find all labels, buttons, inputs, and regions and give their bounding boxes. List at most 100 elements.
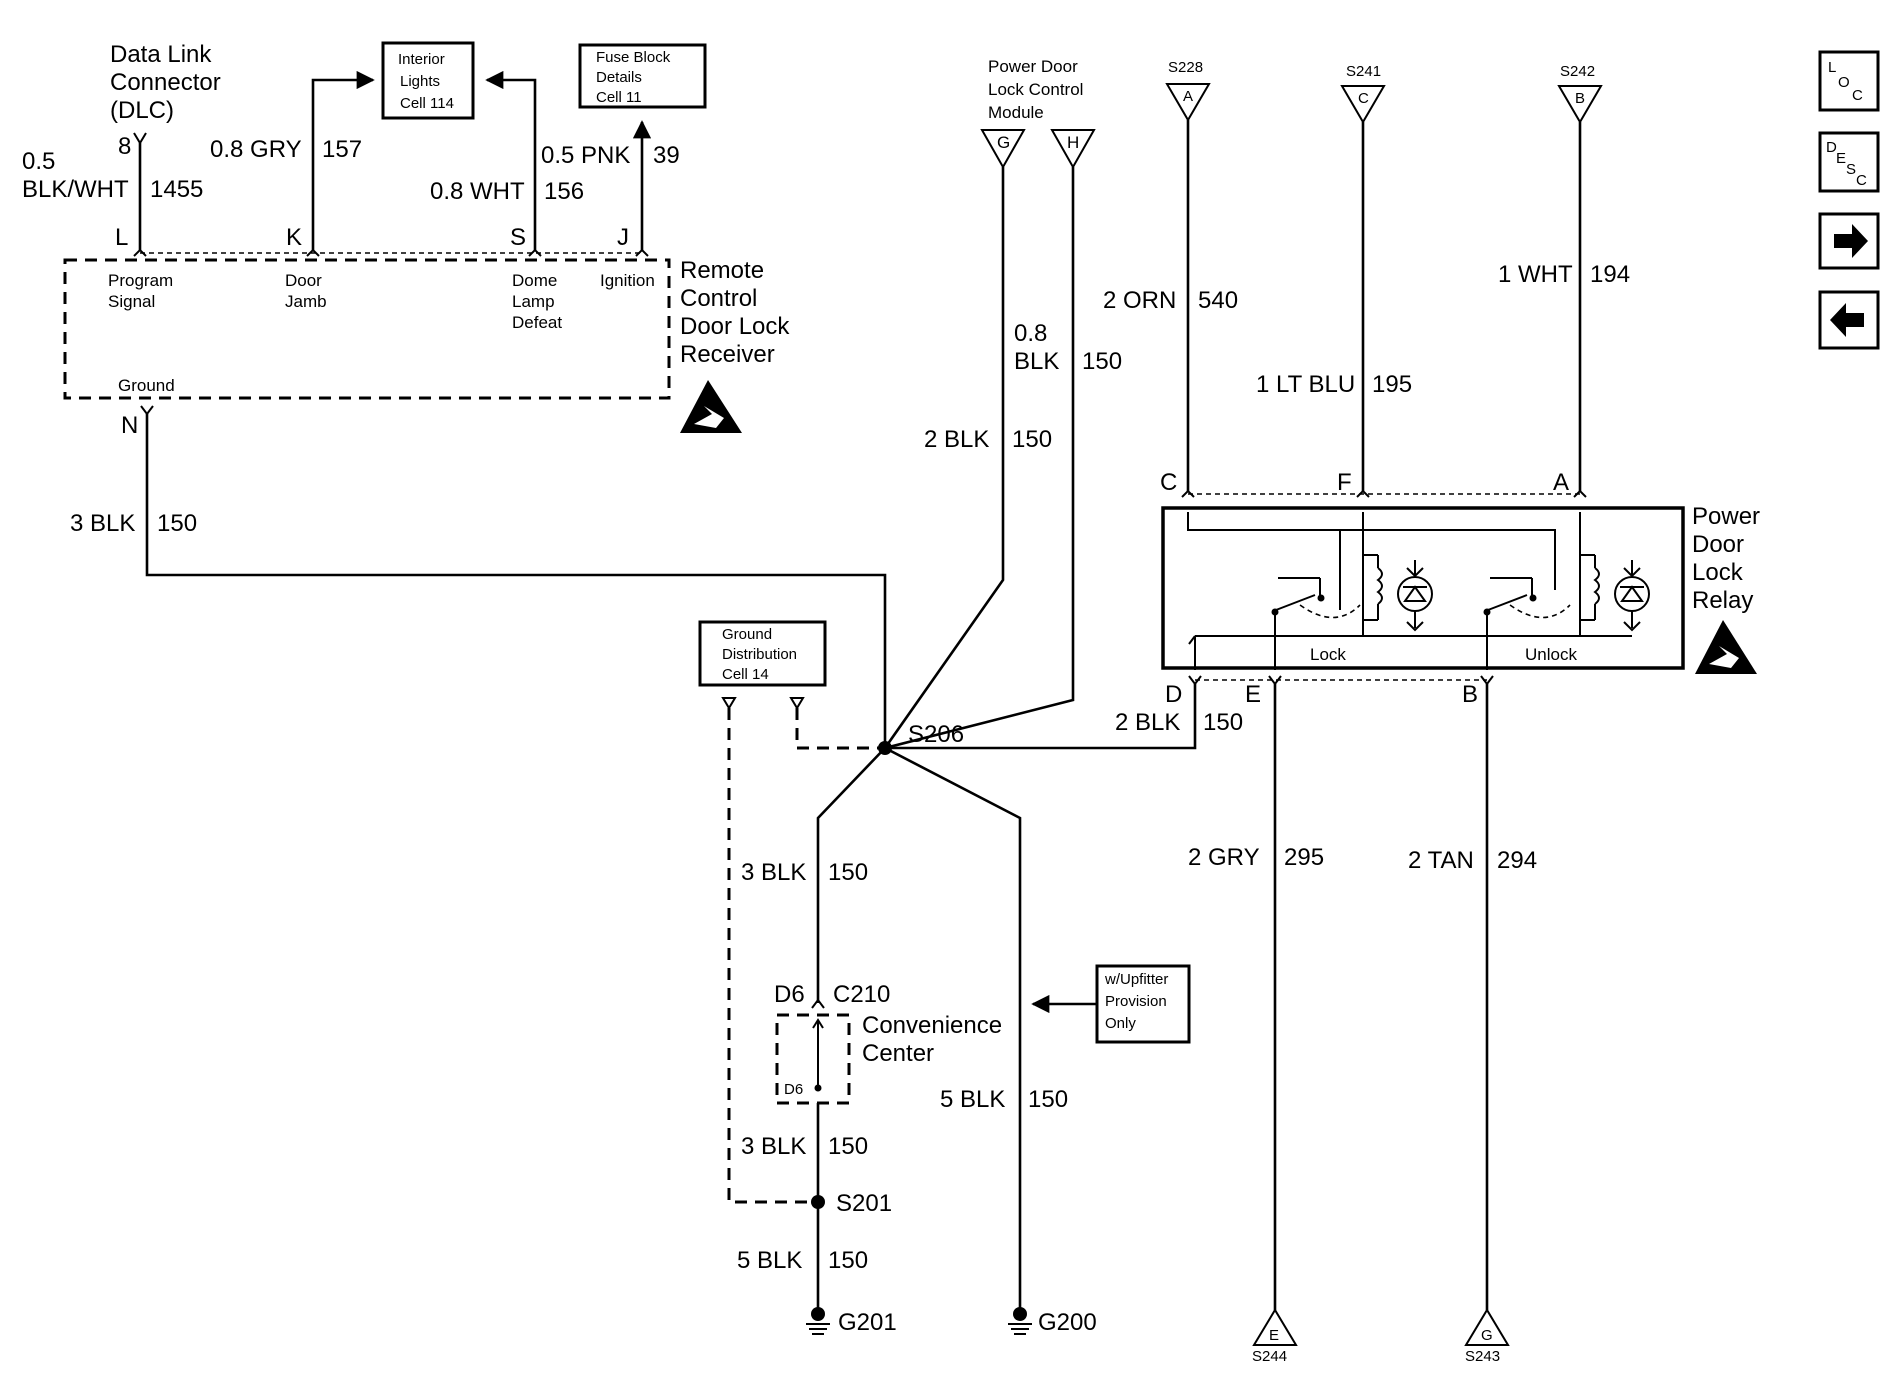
remote-control-door-lock-receiver: L K S J Program Signal Door Jamb Dome La… [63,224,790,439]
wire-156-color: 0.8 WHT [430,178,525,205]
convenience-center-line-1: Convenience [862,1012,1002,1039]
ground-dist-line-1: Ground [722,626,772,643]
wire-150-g-color: 2 BLK [924,426,989,453]
ground-dist-line-3: Cell 14 [722,666,769,683]
pdlcm-title-2: Lock Control [988,80,1083,99]
interior-lights-line-3: Cell 114 [400,95,454,112]
label-ground: Ground [118,376,175,395]
wire-150-upper-color: 3 BLK [741,859,806,886]
wire-150-d-circuit: 150 [1203,709,1243,736]
s241-label: S241 [1346,63,1381,80]
wire-150-relay-d [885,684,1197,750]
wire-150-g201-circuit: 150 [828,1247,868,1274]
wire-157-circuit: 157 [322,136,362,163]
wire-150-receiver-ground [145,414,887,748]
interior-lights-line-2: Lights [400,73,440,90]
power-door-lock-relay: C F A [1160,469,1760,708]
s228-letter: A [1183,88,1193,105]
previous-arrow-button[interactable] [1818,290,1880,350]
next-arrow-button[interactable] [1818,212,1880,270]
s243-label: S243 [1465,1348,1500,1365]
receiver-title-3: Door Lock [680,313,790,340]
connector-c210: C210 [833,981,890,1008]
ground-distribution-reference: Ground Distribution Cell 14 [698,620,827,687]
wire-1455-size: 0.5 [22,148,55,175]
convenience-center-line-2: Center [862,1040,934,1067]
wire-150-g200-color: 5 BLK [940,1086,1005,1113]
receiver-title-1: Remote [680,257,764,284]
dlc-title-line-1: Data Link [110,41,212,68]
ground-dist-dashed-right [795,708,885,750]
s244-letter: E [1269,1327,1279,1344]
label-dome: Dome [512,271,557,290]
wire-540-color: 2 ORN [1103,287,1176,314]
receiver-title-4: Receiver [680,341,775,368]
ground-g201-label: G201 [838,1309,897,1336]
svg-text:L: L [1828,59,1836,76]
receiver-title-2: Control [680,285,757,312]
s244-label: S244 [1252,1348,1287,1365]
desc-button[interactable]: D E S C [1818,131,1880,193]
dlc-title-line-3: (DLC) [110,97,174,124]
wire-39-color: 0.5 PNK [541,142,630,169]
wire-150-h-color: BLK [1014,348,1059,375]
s242-letter: B [1575,90,1585,107]
label-defeat: Defeat [512,313,562,332]
wire-150-g200 [884,746,1022,1320]
ground-dist-dashed-left [727,708,815,1204]
label-lamp: Lamp [512,292,555,311]
relay-lock-label: Lock [1310,645,1346,664]
relay-unlock-label: Unlock [1525,645,1577,664]
wire-150-g201-color: 5 BLK [737,1247,802,1274]
wire-295-circuit: 295 [1284,844,1324,871]
fuse-block-line-1: Fuse Block [596,49,671,66]
wire-156 [485,70,537,250]
splice-ref-s228: S228 A [1165,59,1211,122]
right-arrow-icon [1834,224,1868,258]
loc-button[interactable]: L O C [1818,50,1880,112]
connector-inner-pin: D6 [784,1081,803,1098]
wire-150-receiver-color: 3 BLK [70,510,135,537]
connector-pin-d6: D6 [774,981,805,1008]
splice-s201 [811,1195,825,1209]
upfitter-line-1: w/Upfitter [1104,971,1168,988]
convenience-center: D6 Convenience Center [775,1012,1002,1105]
power-door-lock-control-module: Power Door Lock Control Module G H [980,57,1096,170]
fuse-block-reference: Fuse Block Details Cell 11 [578,43,707,109]
relay-title-4: Relay [1692,587,1753,614]
splice-ref-s243: G S243 [1464,1308,1510,1365]
wire-1455-circuit: 1455 [150,176,203,203]
wire-195-color: 1 LT BLU [1256,371,1355,398]
relay-pin-e: E [1245,681,1261,708]
receiver-pin-k: K [286,224,302,251]
pdlcm-title-1: Power Door [988,57,1078,76]
receiver-pin-n: N [121,412,138,439]
wire-294-color: 2 TAN [1408,847,1474,874]
esd-sensitive-icon [680,380,742,433]
label-jamb: Jamb [285,292,327,311]
wire-150-lower-circuit: 150 [828,1133,868,1160]
data-link-connector: Data Link Connector (DLC) 8 0.5 BLK/WHT … [22,41,221,203]
ground-g200-icon [1008,1307,1032,1335]
upfitter-line-3: Only [1105,1015,1136,1032]
pdlcm-pin-h: H [1067,133,1079,152]
wire-150-lower-color: 3 BLK [741,1133,806,1160]
left-arrow-icon [1830,303,1864,337]
s242-label: S242 [1560,63,1595,80]
label-door: Door [285,271,322,290]
relay-title-2: Door [1692,531,1744,558]
svg-text:S: S [1846,161,1856,178]
interior-lights-reference: Interior Lights Cell 114 [381,41,475,120]
wire-150-pdlcm-h [884,167,1075,750]
label-ignition: Ignition [600,271,655,290]
wire-150-g-circuit: 150 [1012,426,1052,453]
wire-156-circuit: 156 [544,178,584,205]
relay-pin-a: A [1553,469,1569,496]
wire-194-circuit: 194 [1590,261,1630,288]
wire-150-h-size: 0.8 [1014,320,1047,347]
svg-text:C: C [1852,87,1863,104]
wire-540-circuit: 540 [1198,287,1238,314]
fuse-block-line-3: Cell 11 [596,89,642,106]
svg-text:O: O [1838,74,1850,91]
